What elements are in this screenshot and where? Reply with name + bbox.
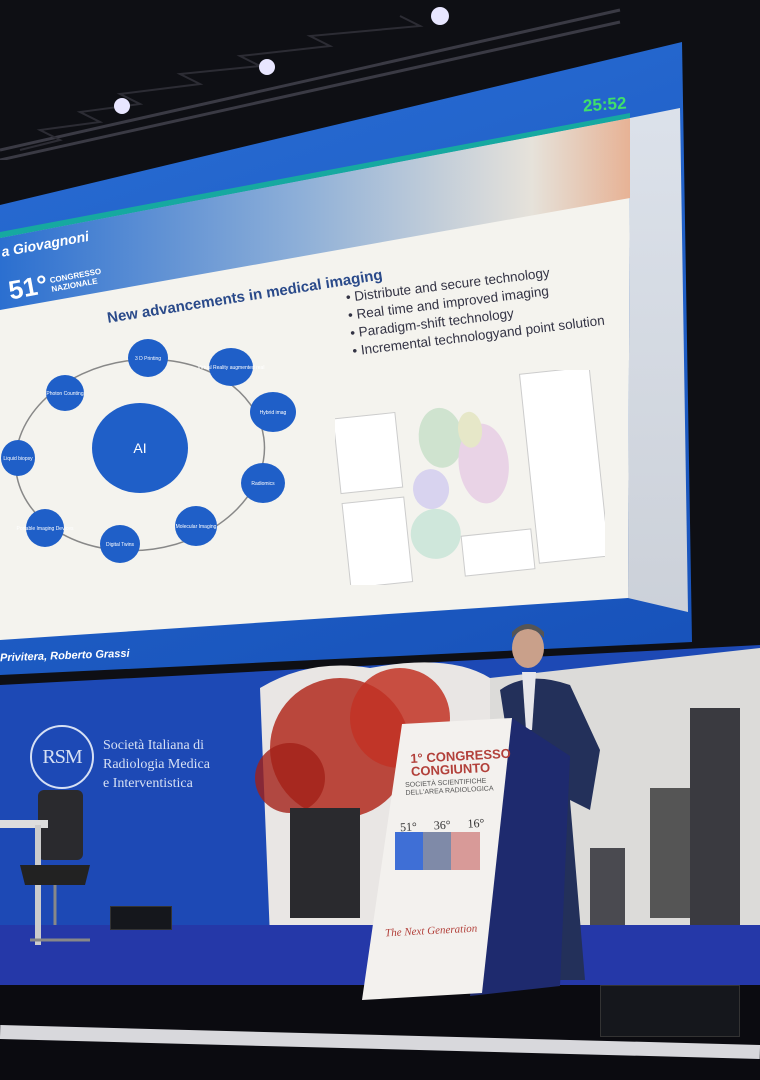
- podium-society-flags: [395, 832, 480, 870]
- diagram-node: [100, 525, 140, 563]
- diagram-node-label: Virtual Reality augmented real: [198, 365, 265, 371]
- podium-title: 1° CONGRESSO CONGIUNTO: [410, 746, 512, 779]
- diagram-node: [250, 392, 296, 432]
- society-name: Società Italiana di Radiologia Medica e …: [103, 736, 210, 793]
- diagram-node-label: Digital Twins: [106, 542, 134, 548]
- stage-speaker: [600, 985, 740, 1037]
- diagram-node: [26, 509, 64, 547]
- diagram-node-label: Photon Counting: [46, 391, 83, 397]
- diagram-node: [175, 506, 217, 546]
- diagram-node-label: 3 D Printing: [135, 356, 161, 362]
- lighting-truss: [0, 7, 621, 160]
- diagram-node: [209, 348, 253, 386]
- society-line: Società Italiana di: [103, 738, 205, 753]
- diagram-node: [128, 339, 168, 377]
- diagram-node-label: Radiomics: [251, 481, 275, 487]
- ai-center-label: AI: [133, 440, 146, 456]
- society-line: e Interventistica: [103, 776, 193, 791]
- diagram-node-label: Hybrid imag: [260, 410, 287, 416]
- diagram-node-label: Portable Imaging Devices: [17, 526, 74, 532]
- stage-speaker: [110, 906, 172, 930]
- ai-center-node: [92, 403, 188, 493]
- session-timer: 25:52: [582, 93, 628, 116]
- society-line: Radiologia Medica: [103, 757, 210, 772]
- congress-number: 51°: [6, 268, 51, 306]
- technology-infographic: [335, 370, 605, 585]
- diagram-node-label: Molecular Imaging: [176, 524, 217, 530]
- chair: [0, 790, 90, 945]
- slide-city-art: [628, 108, 688, 612]
- diagram-node: [46, 375, 84, 411]
- congress-label: CONGRESSO NAZIONALE: [49, 266, 102, 294]
- diagram-node-label: Liquid biopsy: [3, 456, 33, 462]
- diagram-node: [241, 463, 285, 503]
- sirm-logo: RSM: [30, 725, 94, 789]
- diagram-node: [1, 440, 35, 476]
